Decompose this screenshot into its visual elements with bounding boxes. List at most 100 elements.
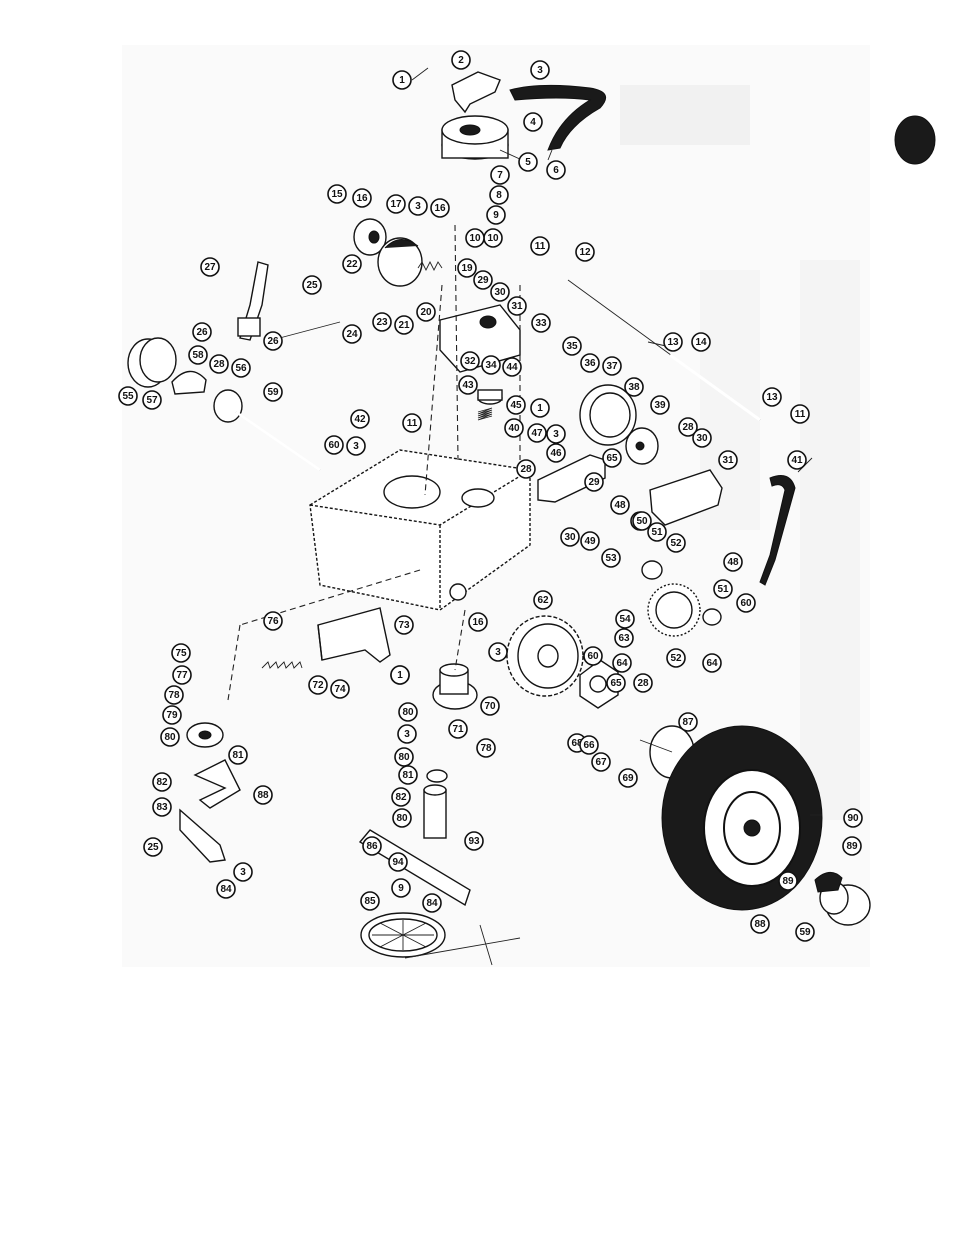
callout-circle — [233, 862, 253, 882]
callout-number: 23 — [376, 317, 388, 328]
callout-circle — [601, 548, 621, 568]
callout-circle — [527, 423, 547, 443]
callout-number: 82 — [156, 777, 168, 788]
callout-number: 11 — [407, 418, 418, 429]
callout-87: 87 — [678, 712, 698, 732]
callout-81: 81 — [398, 765, 418, 785]
callout-29: 29 — [584, 472, 604, 492]
callout-circle — [762, 387, 782, 407]
callout-circle — [171, 643, 191, 663]
callout-82: 82 — [152, 772, 172, 792]
callout-circle — [787, 450, 807, 470]
callout-12: 12 — [575, 242, 595, 262]
callout-80: 80 — [392, 808, 412, 828]
callout-71: 71 — [448, 719, 468, 739]
callout-60: 60 — [583, 646, 603, 666]
callout-circle — [633, 673, 653, 693]
callout-46: 46 — [546, 443, 566, 463]
callout-26: 26 — [263, 331, 283, 351]
callout-circle — [160, 727, 180, 747]
callout-28: 28 — [678, 417, 698, 437]
callout-number: 7 — [497, 170, 503, 181]
callout-45: 45 — [506, 395, 526, 415]
callout-27: 27 — [200, 257, 220, 277]
callout-circle — [718, 450, 738, 470]
callout-circle — [615, 609, 635, 629]
handwheel-85 — [360, 912, 446, 958]
callout-circle — [394, 315, 414, 335]
callout-circle — [713, 579, 733, 599]
bearing-55 — [127, 337, 177, 388]
callout-number: 25 — [147, 842, 159, 853]
callout-number: 20 — [420, 307, 432, 318]
callout-circle — [372, 312, 392, 332]
callout-number: 60 — [328, 440, 340, 451]
callout-circle — [580, 531, 600, 551]
callout-circle — [580, 353, 600, 373]
callout-58: 58 — [188, 345, 208, 365]
callout-number: 26 — [267, 336, 279, 347]
callout-circle — [342, 254, 362, 274]
callout-number: 81 — [232, 750, 244, 761]
callout-number: 84 — [426, 898, 438, 909]
callout-number: 5 — [525, 157, 531, 168]
callout-number: 65 — [610, 678, 622, 689]
callout-number: 52 — [670, 653, 682, 664]
callout-number: 3 — [537, 65, 543, 76]
callout-10: 10 — [483, 228, 503, 248]
callout-90: 90 — [843, 808, 863, 828]
callout-26: 26 — [192, 322, 212, 342]
callout-circle — [678, 712, 698, 732]
callout-65: 65 — [606, 673, 626, 693]
callout-number: 59 — [799, 927, 811, 938]
top-pulley — [441, 115, 509, 160]
callout-11: 11 — [530, 236, 550, 256]
callout-10: 10 — [465, 228, 485, 248]
callout-69: 69 — [618, 768, 638, 788]
callout-circle — [516, 459, 536, 479]
callout-circle — [386, 194, 406, 214]
callout-88: 88 — [253, 785, 273, 805]
callout-number: 42 — [354, 414, 366, 425]
callout-number: 12 — [579, 247, 591, 258]
callout-9: 9 — [391, 878, 411, 898]
callout-25: 25 — [143, 837, 163, 857]
callout-circle — [465, 228, 485, 248]
callout-number: 15 — [331, 189, 343, 200]
callout-38: 38 — [624, 377, 644, 397]
lever-83 — [179, 808, 226, 863]
callout-number: 22 — [346, 259, 358, 270]
callout-3: 3 — [546, 424, 566, 444]
callout-number: 3 — [415, 201, 421, 212]
callout-59: 59 — [263, 382, 283, 402]
callout-93: 93 — [464, 831, 484, 851]
callout-circle — [152, 772, 172, 792]
bracket-72 — [317, 607, 391, 663]
callout-circle — [327, 184, 347, 204]
callout-35: 35 — [562, 336, 582, 356]
callout-circle — [531, 313, 551, 333]
axle-56 — [213, 389, 321, 472]
callout-number: 16 — [356, 193, 368, 204]
callout-number: 88 — [754, 919, 766, 930]
callout-3: 3 — [233, 862, 253, 882]
callout-70: 70 — [480, 696, 500, 716]
callout-14: 14 — [691, 332, 711, 352]
gear-37 — [579, 384, 637, 446]
callout-number: 30 — [564, 532, 576, 543]
callout-number: 2 — [458, 55, 464, 66]
callout-number: 67 — [595, 757, 607, 768]
callout-circle — [394, 747, 414, 767]
callout-circle — [302, 275, 322, 295]
callout-number: 36 — [584, 358, 596, 369]
callout-circle — [723, 552, 743, 572]
callout-number: 34 — [485, 360, 497, 371]
callout-circle — [346, 436, 366, 456]
callout-number: 80 — [164, 732, 176, 743]
callout-53: 53 — [601, 548, 621, 568]
callout-number: 31 — [722, 455, 734, 466]
callout-number: 37 — [606, 361, 618, 372]
callout-number: 47 — [531, 428, 543, 439]
callout-number: 64 — [706, 658, 718, 669]
bracket-2 — [451, 71, 501, 114]
